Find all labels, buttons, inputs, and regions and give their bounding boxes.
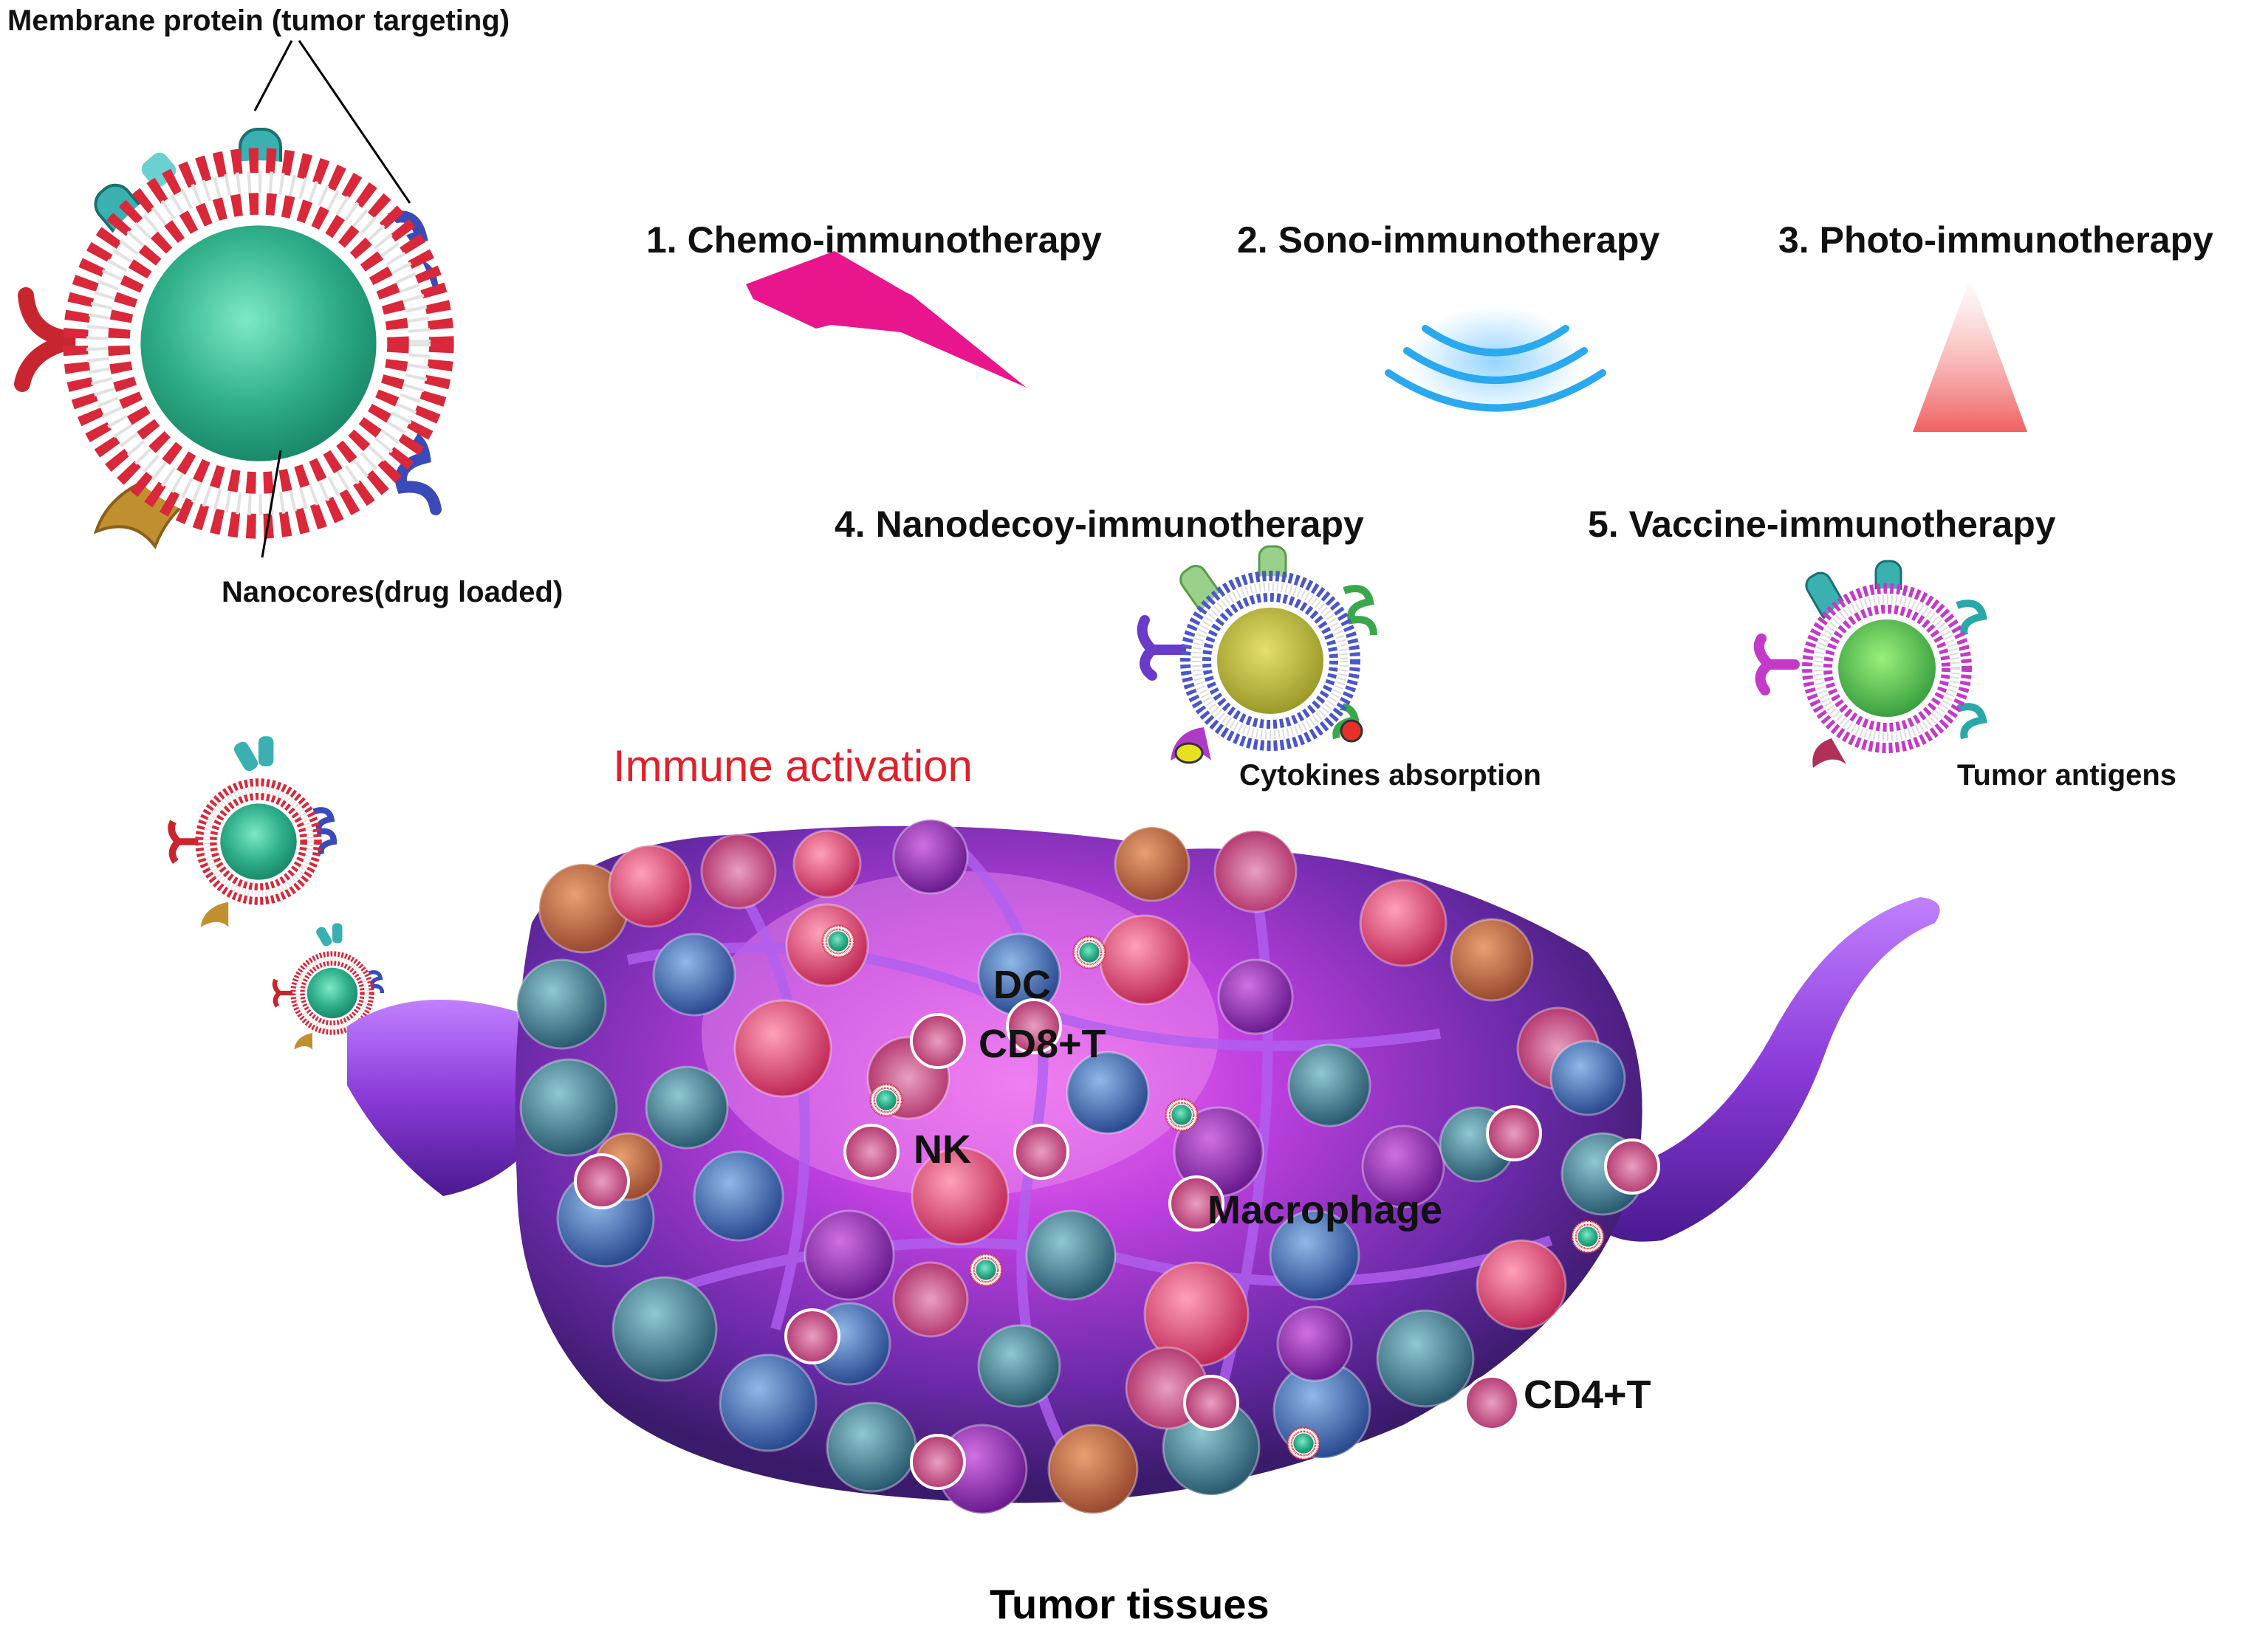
tumor-antigens-label: Tumor antigens xyxy=(1957,759,2177,791)
nanoparticle-icon xyxy=(1571,1220,1605,1254)
tumor-cell xyxy=(804,1209,895,1301)
nanoparticle-icon xyxy=(869,1083,903,1117)
tumor-cells xyxy=(515,818,1660,1515)
tumor-cell xyxy=(652,933,736,1017)
tumor-cell xyxy=(1099,914,1190,1006)
tumor-cell xyxy=(826,1401,917,1493)
tumor-cell-ringed xyxy=(574,1153,630,1209)
tumor-cell xyxy=(1287,1043,1371,1127)
cd8t-label: CD8+T xyxy=(979,1022,1106,1066)
tumor-cell xyxy=(700,833,777,910)
tumor-cell xyxy=(911,1147,1010,1246)
therapy-1-label: 1. Chemo-immunotherapy xyxy=(646,219,1102,261)
tumor-cell xyxy=(892,818,969,895)
leader-line xyxy=(298,40,411,204)
tumor-cell xyxy=(1276,1305,1353,1382)
tumor-cell-ringed xyxy=(1013,1124,1069,1180)
light-beam-icon xyxy=(1913,277,2027,432)
tumor-cell-ringed xyxy=(843,1124,900,1180)
blood-vessel-left xyxy=(347,1000,561,1196)
tumor-cell-ringed xyxy=(910,1434,966,1490)
therapy-5-label: 5. Vaccine-immunotherapy xyxy=(1588,504,2056,545)
tumor-cell xyxy=(1025,1209,1117,1301)
nanoparticle-icon xyxy=(969,1253,1003,1287)
tumor-cell xyxy=(1269,1209,1360,1301)
immune-activation-label: Immune activation xyxy=(613,741,973,791)
tumor-cell xyxy=(1361,1124,1445,1209)
cytokine-icon xyxy=(1174,742,1204,764)
tumor-cell xyxy=(519,1058,618,1157)
tumor-cell xyxy=(733,999,832,1098)
tumor-cell xyxy=(719,1353,818,1452)
nanoparticle-icon xyxy=(272,923,385,1050)
tumor-cell xyxy=(792,829,862,899)
tumor-cell xyxy=(645,1065,729,1150)
tumor-cell xyxy=(1359,879,1448,967)
nanoparticle-icon xyxy=(1072,935,1106,969)
tumor-cell-ringed xyxy=(910,1013,966,1069)
nanoparticle-icon xyxy=(1165,1098,1199,1132)
tumor-tissues-label: Tumor tissues xyxy=(990,1581,1270,1627)
therapy-3-label: 3. Photo-immunotherapy xyxy=(1778,219,2213,261)
tumor-cell xyxy=(892,1261,969,1338)
cytokine-icon xyxy=(1340,719,1363,743)
nanoparticle-icon xyxy=(1287,1426,1320,1460)
tumor-cell xyxy=(611,1276,718,1382)
tumor-cell xyxy=(608,844,692,928)
therapy-4-label: 4. Nanodecoy-immunotherapy xyxy=(835,504,1364,545)
tumor-cell xyxy=(1066,1051,1150,1135)
membrane-protein-label: Membrane protein (tumor targeting) xyxy=(7,4,510,37)
tumor-cell xyxy=(1047,1423,1139,1515)
therapy-2-label: 2. Sono-immunotherapy xyxy=(1237,219,1660,261)
nk-label: NK xyxy=(914,1127,971,1172)
tumor-cell-ringed xyxy=(1486,1105,1542,1161)
tumor-cell xyxy=(1476,1239,1567,1330)
tumor-cell-ringed xyxy=(1464,1375,1520,1431)
tumor-cell xyxy=(693,1150,784,1242)
cytokines-label: Cytokines absorption xyxy=(1239,759,1541,791)
cd4t-label: CD4+T xyxy=(1524,1373,1651,1417)
nanocores-label: Nanocores(drug loaded) xyxy=(222,576,563,608)
tumor-cell-ringed xyxy=(784,1308,840,1364)
macrophage-label: Macrophage xyxy=(1207,1188,1443,1232)
vaccine-particle xyxy=(1753,560,1987,768)
nanodecoy-particle xyxy=(1137,545,1377,764)
tumor-cell-ringed xyxy=(1604,1138,1660,1195)
tumor-cell-ringed xyxy=(1168,1175,1224,1232)
tumor-cell-ringed xyxy=(1006,998,1062,1054)
purple-receptor-icon xyxy=(1137,615,1187,681)
nanoparticle-icon xyxy=(821,924,855,958)
tumor-cell xyxy=(515,958,607,1050)
tumor-cell xyxy=(1376,1309,1475,1408)
tumor-cell-ringed xyxy=(1183,1375,1239,1431)
ultrasound-waves-icon xyxy=(1385,306,1606,417)
tumor-cell xyxy=(1114,825,1190,902)
dc-label: DC xyxy=(993,963,1051,1007)
nanoparticle-icon xyxy=(168,736,338,927)
lightning-bolt-icon xyxy=(746,251,1027,388)
tumor-cell xyxy=(1217,958,1294,1035)
tumor-cell xyxy=(1450,918,1534,1002)
tumor-cell xyxy=(1213,829,1298,913)
tumor-cell xyxy=(1549,1040,1626,1116)
leader-line xyxy=(261,450,282,558)
main-nanoparticle xyxy=(14,40,442,558)
leader-line xyxy=(253,40,293,111)
blood-vessel-right xyxy=(1588,897,1940,1242)
tumor-cell xyxy=(977,1324,1061,1408)
